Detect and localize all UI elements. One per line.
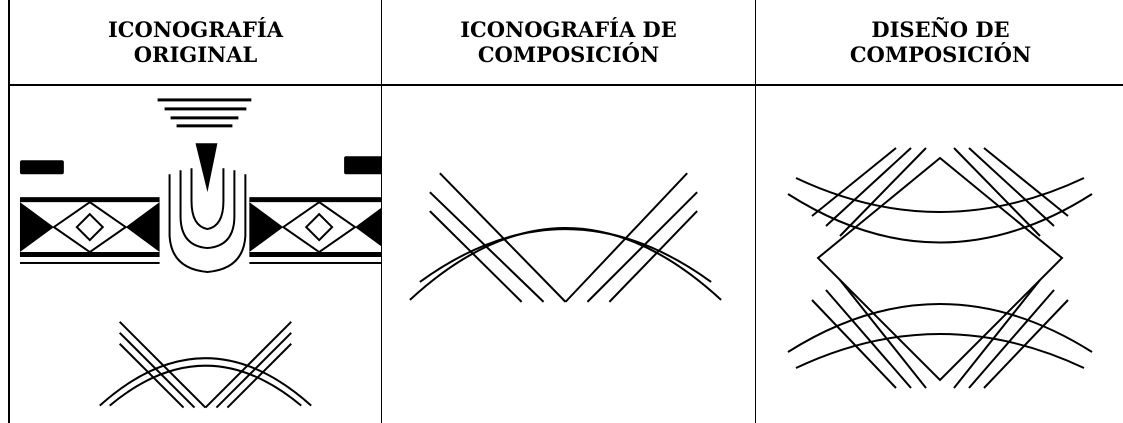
- composition-design-cell: [756, 86, 1123, 423]
- right-bar-icon: [344, 156, 381, 175]
- iconography-table: ICONOGRAFÍA ORIGINAL ICONOGRAFÍA DE COMP…: [8, 0, 1123, 423]
- nested-u-icon: [168, 168, 247, 273]
- composition-motif-icon: [409, 172, 722, 303]
- down-triangle-icon: [195, 143, 218, 193]
- composition-iconography-drawing: [409, 172, 722, 303]
- original-iconography-cell: [10, 86, 382, 423]
- left-bowtie-icon: [19, 197, 160, 264]
- header-original-iconography: ICONOGRAFÍA ORIGINAL: [10, 0, 382, 86]
- original-iconography-drawing: [19, 98, 381, 409]
- left-bar-icon: [19, 160, 64, 175]
- header-composition-iconography: ICONOGRAFÍA DE COMPOSICIÓN: [382, 0, 756, 86]
- composition-iconography-cell: [382, 86, 756, 423]
- right-bowtie-icon: [249, 197, 381, 264]
- header-composition-design-label: DISEÑO DE COMPOSICIÓN: [849, 17, 1032, 67]
- stacked-bars-icon: [157, 98, 252, 128]
- small-composition-motif-icon: [99, 321, 312, 409]
- header-composition-design: DISEÑO DE COMPOSICIÓN: [756, 0, 1123, 86]
- header-composition-iconography-label: ICONOGRAFÍA DE COMPOSICIÓN: [460, 17, 677, 67]
- composition-design-pattern-icon: [787, 147, 1093, 389]
- composition-design-drawing: [787, 147, 1093, 389]
- header-original-iconography-label: ICONOGRAFÍA ORIGINAL: [107, 17, 284, 67]
